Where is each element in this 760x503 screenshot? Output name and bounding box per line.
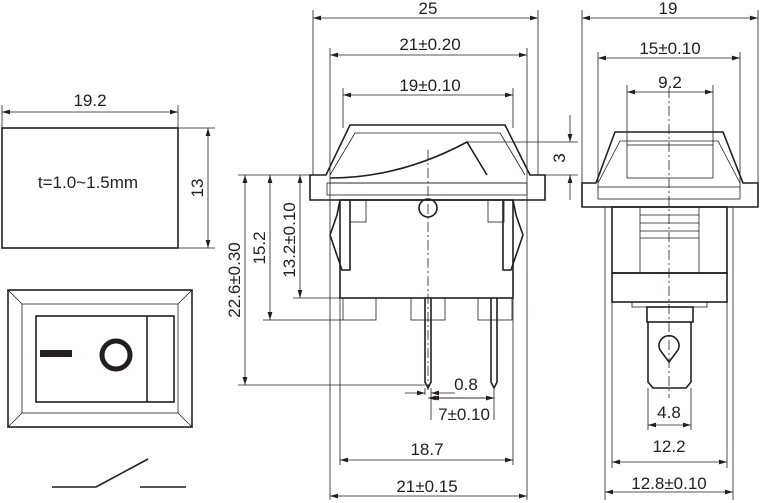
end-body-width-label: 12.2 <box>652 437 685 456</box>
end-rocker-width-label: 9.2 <box>658 73 682 92</box>
body-height-label: 15.2 <box>250 231 269 264</box>
pin-width-label: 0.8 <box>454 375 478 394</box>
off-bar-icon <box>40 350 72 357</box>
cutout-rectangle <box>1 127 179 249</box>
end-bezel-width-label: 15±0.10 <box>639 39 700 58</box>
thickness-label: t=1.0~1.5mm <box>38 173 138 192</box>
pin-pitch-label: 7±0.10 <box>438 405 490 424</box>
tab-width-label: 4.8 <box>657 403 681 422</box>
body-width-label: 18.7 <box>410 440 443 459</box>
body-height-tol-label: 13.2±0.10 <box>280 202 299 278</box>
bezel-width-label: 21±0.20 <box>399 35 460 54</box>
end-overall-width-label: 19 <box>659 0 678 18</box>
on-circle-icon <box>99 338 133 372</box>
cutout-height-label: 13 <box>188 179 207 198</box>
total-height-label: 22.6±0.30 <box>225 242 244 318</box>
overall-width-label: 25 <box>419 0 438 18</box>
switch-symbol-icon <box>52 458 186 488</box>
end-clip-width-label: 12.8±0.10 <box>631 474 707 493</box>
cutout-width-label: 19.2 <box>73 91 106 110</box>
clip-width-label: 21±0.15 <box>396 477 457 496</box>
rocker-height-label: 3 <box>550 153 569 162</box>
panel-cutout-view: 19.2 13 t=1.0~1.5mm <box>1 91 215 249</box>
end-view: 19 15±0.10 9.2 4.8 12.2 12.8±0.10 <box>581 0 759 500</box>
side-view: 25 21±0.20 19±0.10 3 22.6±0.30 15.2 13.2… <box>225 0 578 500</box>
front-view <box>7 289 193 428</box>
rocker-width-label: 19±0.10 <box>399 76 460 95</box>
